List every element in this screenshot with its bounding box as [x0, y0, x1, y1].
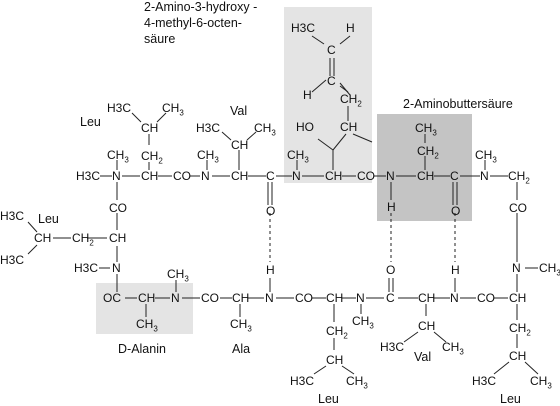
atom-co-ala: CO [295, 291, 313, 305]
atom-ch-ala: CH [232, 291, 250, 305]
d-alanin-caption: D-Alanin [118, 342, 166, 356]
atom-o-val1: O [266, 204, 276, 218]
atom-ch2-leu-b1: CH2 [326, 324, 348, 341]
atom-ch-leu-b1: CH [326, 291, 344, 305]
atom-n-dala: N [171, 291, 180, 305]
atom-ch-val1-side: CH [231, 138, 249, 152]
atom-n-leu-b1: N [356, 291, 365, 305]
atom-h3c-leu1: H3C [107, 101, 132, 115]
atom-ch-val-b: CH [418, 291, 436, 305]
atom-n-left: N [112, 261, 121, 275]
atom-ch3-dala: CH3 [136, 317, 158, 334]
atom-ch-left-leu: CH [34, 231, 52, 245]
abu-caption: 2-Aminobuttersäure [403, 97, 513, 111]
atom-h3c-leu-b2: H3C [472, 374, 497, 388]
val-top-caption: Val [230, 104, 248, 118]
aho-highlight-box [284, 7, 372, 183]
atom-o-abu: O [451, 204, 461, 218]
atom-n-right: N [512, 261, 521, 275]
atom-ch-val-b-side: CH [418, 319, 436, 333]
atom-co-leu1: CO [173, 169, 191, 183]
atom-ch-dala: CH [138, 291, 156, 305]
atom-n-aho: N [292, 169, 301, 183]
atom-oc-dala: OC [103, 291, 121, 305]
atom-c-aho-lower: C [327, 74, 336, 88]
atom-co-aho: CO [357, 169, 375, 183]
atom-c-val-b: C [386, 291, 395, 305]
atom-h3c-val-b: H3C [380, 340, 405, 354]
atom-ch2-aho: CH2 [340, 92, 362, 109]
atom-h3c-n-left: H3C [74, 261, 99, 275]
atom-ch-leu1: CH [141, 169, 159, 183]
atom-h3c-val1: H3C [196, 121, 221, 135]
atom-ch-leu-b2-side: CH [509, 349, 527, 363]
atom-ch2-abu: CH2 [417, 144, 439, 161]
atom-ch2-left-leu: CH2 [72, 231, 94, 248]
atom-ch3-val-b: CH3 [442, 340, 464, 357]
atom-ch3-val1: CH3 [254, 121, 276, 138]
atom-ch-leu1-side: CH [141, 121, 159, 135]
atom-ch3-leu1: CH3 [162, 101, 184, 118]
atom-ch2-leu-b2: CH2 [509, 321, 531, 338]
atom-n-leu-right: N [480, 169, 489, 183]
leu-bottom-caption-1: Leu [318, 392, 339, 406]
atom-ch2-leu1: CH2 [141, 149, 163, 166]
leu-bottom-caption-2: Leu [500, 392, 521, 406]
atom-ch3-n-val1: CH3 [197, 148, 219, 165]
atom-c-abu: C [450, 169, 459, 183]
atom-h-abu: H [387, 200, 396, 214]
atom-ch-leu-b1-side: CH [326, 353, 344, 367]
aho-caption-line1: 2-Amino-3-hydroxy - [144, 0, 258, 14]
atom-h3c-start: H3C [76, 169, 101, 183]
d-alanin-highlight-box [96, 283, 193, 334]
atom-ch3-n-leu-b1: CH3 [352, 314, 374, 331]
ala-caption: Ala [232, 342, 251, 356]
atom-h-aho-lower: H [303, 88, 312, 102]
atom-h-val-b: H [451, 263, 460, 277]
atom-ch-aho: CH [325, 169, 343, 183]
atom-co-val-b: CO [477, 291, 495, 305]
atom-c-val1: C [266, 169, 275, 183]
leu-left-caption: Leu [38, 212, 59, 226]
atom-h3c-leu-b1: H3C [290, 374, 315, 388]
atom-ch-aho-side: CH [340, 120, 358, 134]
atom-h3c-left-leu-top: H3C [0, 209, 25, 223]
atom-ch-val1: CH [231, 169, 249, 183]
atom-ch3-n-right: CH3 [539, 261, 560, 278]
val-bottom-caption: Val [414, 350, 432, 364]
atom-ch3-dala-n: CH3 [167, 267, 189, 284]
atom-co-dala: CO [201, 291, 219, 305]
atom-n-leu1: N [112, 169, 121, 183]
atom-ch-leu-b2: CH [509, 291, 527, 305]
atom-n-abu: N [386, 169, 395, 183]
atom-h3c-left-leu-bottom: H3C [0, 253, 25, 267]
atom-ch3-ala: CH3 [230, 317, 252, 334]
atom-ch-left: CH [109, 231, 127, 245]
atom-ch3-n-leu1: CH3 [107, 148, 129, 165]
atom-ch3-leu-b1: CH3 [346, 374, 368, 391]
aho-caption-line2: 4-methyl-6-octen- [144, 16, 242, 30]
atom-c-aho-upper: C [327, 43, 336, 57]
atom-ch3-abu: CH3 [415, 121, 437, 138]
atom-h-aho-upper: H [346, 21, 355, 35]
leu-top-caption: Leu [80, 115, 101, 129]
atom-ch3-n-aho: CH3 [287, 148, 309, 165]
atom-n-ala: N [265, 291, 274, 305]
atom-h3c-aho: H3C [291, 21, 316, 35]
atom-co-right: CO [509, 201, 527, 215]
aho-caption-line3: säure [144, 32, 176, 46]
atom-ch3-leu-b2: CH3 [530, 374, 552, 391]
atom-h-ala: H [266, 263, 275, 277]
atom-ch3-n-leu-right: CH3 [475, 148, 497, 165]
atom-ch-abu: CH [417, 169, 435, 183]
atom-o-val-b: O [386, 263, 396, 277]
atom-co-left: CO [109, 201, 127, 215]
atom-ch2-leu-right: CH2 [508, 169, 530, 186]
bonds [27, 35, 539, 375]
atom-n-val1: N [201, 169, 210, 183]
atom-ho-aho: HO [296, 120, 314, 134]
atom-n-val-b: N [450, 291, 459, 305]
